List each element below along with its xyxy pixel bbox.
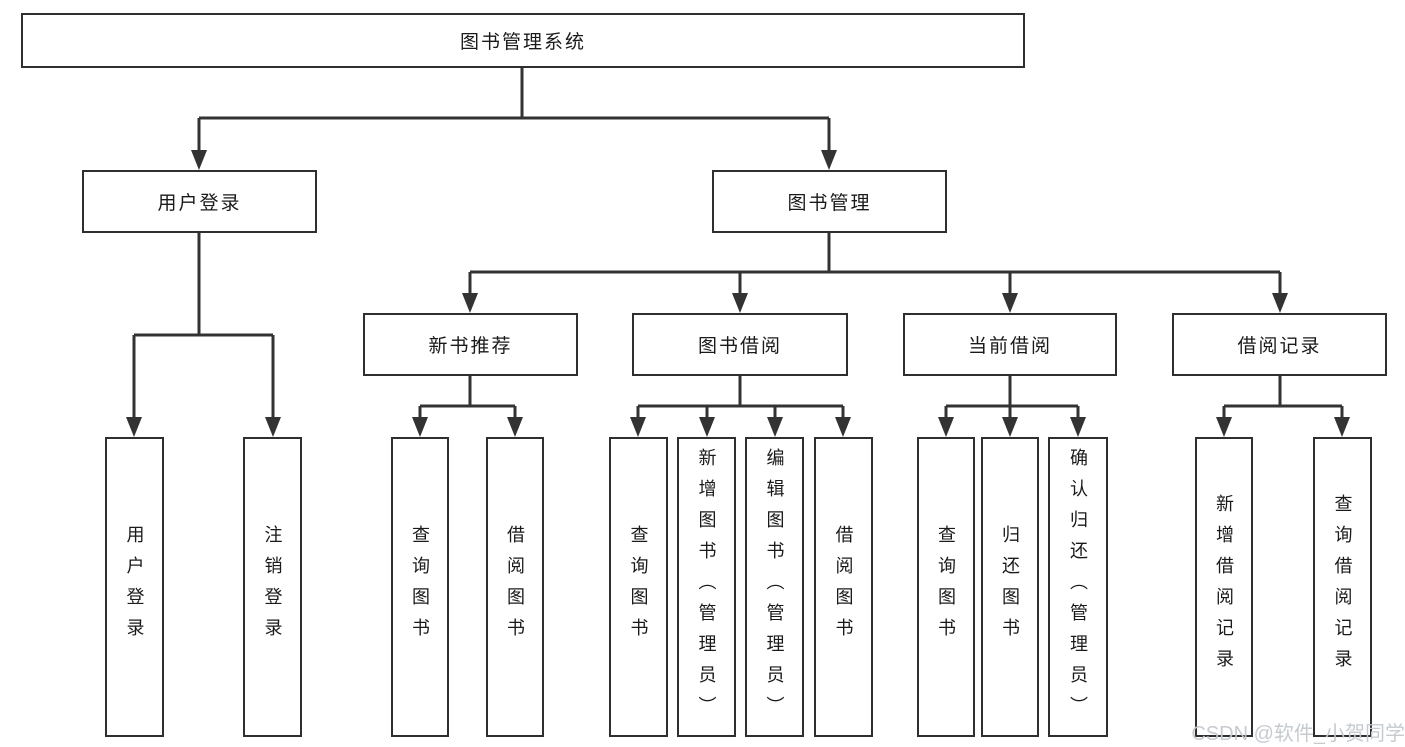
node-current-borrow-label: 当前借阅 xyxy=(967,336,1052,357)
leaf-edit-book-admin-label: 编辑图书（管理员） xyxy=(764,447,785,727)
leaf-user-login: 用户登录 xyxy=(105,437,164,737)
leaf-return-book: 归还图书 xyxy=(981,437,1039,737)
leaf-confirm-return-admin: 确认归还（管理员） xyxy=(1048,437,1108,737)
leaf-borrow-book-label: 借阅图书 xyxy=(833,525,854,649)
leaf-borrow-book: 借阅图书 xyxy=(814,437,873,737)
leaf-add-book-admin: 新增图书（管理员） xyxy=(677,437,736,737)
leaf-add-book-admin-label: 新增图书（管理员） xyxy=(696,447,717,727)
node-new-book-recommend-label: 新书推荐 xyxy=(428,336,513,357)
leaf-recommend-borrow-book-label: 借阅图书 xyxy=(505,525,525,649)
node-book-management: 图书管理 xyxy=(712,170,947,233)
leaf-edit-book-admin: 编辑图书（管理员） xyxy=(745,437,804,737)
leaf-add-borrow-record-label: 新增借阅记录 xyxy=(1214,494,1234,680)
leaf-query-borrow-record-label: 查询借阅记录 xyxy=(1332,494,1353,680)
node-book-management-label: 图书管理 xyxy=(787,193,872,214)
node-borrow-record: 借阅记录 xyxy=(1172,313,1387,376)
leaf-query-borrow-record: 查询借阅记录 xyxy=(1313,437,1372,737)
node-book-borrow: 图书借阅 xyxy=(632,313,848,376)
node-borrow-record-label: 借阅记录 xyxy=(1237,336,1322,357)
leaf-return-book-label: 归还图书 xyxy=(1000,525,1020,649)
leaf-recommend-query-book: 查询图书 xyxy=(391,437,449,737)
leaf-recommend-query-book-label: 查询图书 xyxy=(410,525,430,649)
node-user-login-label: 用户登录 xyxy=(157,193,242,214)
node-library-system: 图书管理系统 xyxy=(21,13,1025,68)
leaf-recommend-borrow-book: 借阅图书 xyxy=(486,437,544,737)
node-book-borrow-label: 图书借阅 xyxy=(697,336,782,357)
leaf-borrow-query-book: 查询图书 xyxy=(609,437,668,737)
node-library-system-label: 图书管理系统 xyxy=(459,32,586,53)
leaf-user-login-label: 用户登录 xyxy=(124,525,145,649)
leaf-borrow-query-book-label: 查询图书 xyxy=(628,525,649,649)
leaf-confirm-return-admin-label: 确认归还（管理员） xyxy=(1068,447,1088,727)
node-user-login: 用户登录 xyxy=(82,170,317,233)
leaf-add-borrow-record: 新增借阅记录 xyxy=(1195,437,1253,737)
node-new-book-recommend: 新书推荐 xyxy=(363,313,578,376)
node-current-borrow: 当前借阅 xyxy=(903,313,1117,376)
leaf-current-query-book-label: 查询图书 xyxy=(936,525,956,649)
leaf-current-query-book: 查询图书 xyxy=(917,437,975,737)
leaf-logout-label: 注销登录 xyxy=(262,525,283,649)
leaf-logout: 注销登录 xyxy=(243,437,302,737)
